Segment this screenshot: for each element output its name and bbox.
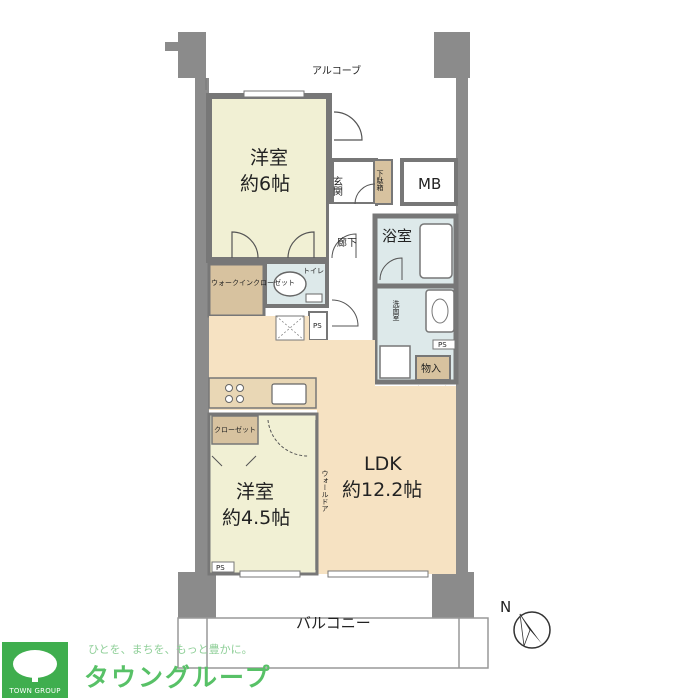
western-room-2-name: 洋室	[236, 481, 274, 503]
wall-right-outer	[456, 78, 468, 574]
stove-icon	[225, 384, 244, 403]
toilet-label: トイレ	[303, 267, 324, 275]
ps-bottom-box	[211, 561, 235, 573]
tree-icon	[13, 650, 57, 682]
column-bottom-left	[178, 572, 216, 618]
brand-logo: TOWN GROUP	[2, 642, 68, 698]
entrance-label: 玄関	[331, 175, 343, 197]
column-top-left-cap	[165, 42, 181, 51]
ps-label: PS	[313, 322, 322, 330]
storage-label: 物入	[421, 362, 441, 375]
walk-in-closet-label: ウォークインクローゼット	[211, 278, 295, 287]
column-top-left	[178, 32, 206, 78]
hallway-label: 廊下	[337, 236, 357, 249]
washroom-label: 洗面室	[392, 299, 400, 321]
column-top-right	[434, 32, 470, 78]
wall-door-label: ウォールドア	[321, 470, 329, 512]
wall-left-outer	[195, 78, 209, 574]
bathroom-label: 浴室	[382, 227, 412, 245]
ldk-name: LDK	[364, 453, 402, 475]
western-room-1-name: 洋室	[250, 147, 288, 169]
fridge-space	[275, 315, 305, 341]
ps-small-box	[432, 339, 456, 350]
storage-box	[415, 355, 451, 381]
closet-label: クローゼット	[214, 425, 256, 434]
mb-box	[400, 158, 458, 206]
bathtub	[419, 223, 453, 279]
column-bottom-right	[432, 572, 474, 618]
western-room-2-size: 約4.5帖	[222, 507, 290, 529]
balcony-outline	[177, 617, 489, 669]
shoe-box-label: 下駄箱	[376, 170, 384, 192]
hallway-floor	[329, 204, 375, 339]
compass-north-label: N	[500, 598, 511, 616]
compass-icon: N	[500, 598, 551, 649]
brand-logo-text: TOWN GROUP	[9, 687, 61, 695]
kitchen-sink	[271, 383, 307, 405]
shoe-box	[373, 159, 393, 205]
ps-small-label: PS	[438, 341, 447, 349]
balcony-label: バルコニー	[296, 614, 371, 632]
ps-bottom-label: PS	[216, 564, 225, 572]
washing-machine	[379, 345, 411, 379]
structure	[165, 32, 489, 669]
ldk-size: 約12.2帖	[342, 479, 422, 501]
walk-in-closet-text: ウォークインクローゼット	[211, 278, 295, 287]
brand-tagline: ひとを、まちを、もっと豊かに。	[88, 643, 253, 656]
western-room-1-size: 約6帖	[240, 173, 290, 195]
closet-box	[211, 415, 259, 445]
mb-label: MB	[418, 175, 441, 193]
brand-name: タウングループ	[84, 663, 272, 692]
walk-in-closet-floor	[207, 262, 266, 318]
alcove-label: アルコーブ	[312, 64, 361, 77]
